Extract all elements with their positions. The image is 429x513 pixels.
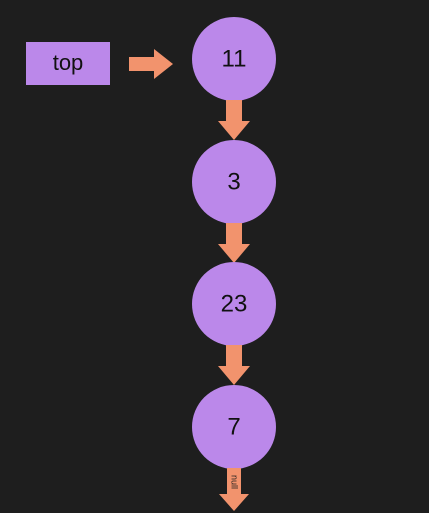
- top-arrow-head: [154, 49, 173, 79]
- next-arrow-shaft: [226, 223, 242, 245]
- null-label: null: [230, 475, 240, 489]
- list-node: 23: [192, 262, 276, 346]
- list-node: 11: [192, 17, 276, 101]
- top-to-head-arrow: [129, 49, 173, 79]
- next-arrow-shaft: [226, 100, 242, 122]
- node-circle: [192, 262, 276, 346]
- next-arrow-head: [218, 366, 250, 385]
- next-arrow: [218, 223, 250, 263]
- node-value: 23: [221, 290, 248, 317]
- node-circle: [192, 140, 276, 224]
- null-arrow: null: [219, 468, 249, 511]
- list-node: 3: [192, 140, 276, 224]
- next-arrow-head: [218, 244, 250, 263]
- list-node: 7: [192, 385, 276, 469]
- top-pointer-label: top: [53, 50, 84, 75]
- top-arrow-shaft: [129, 57, 155, 71]
- null-arrow-shaft: [227, 468, 241, 495]
- top-pointer-box: top: [26, 42, 110, 85]
- node-value: 3: [227, 168, 240, 195]
- node-value: 11: [222, 45, 247, 72]
- next-arrow: [218, 345, 250, 385]
- next-arrow-head: [218, 121, 250, 140]
- next-arrow: [218, 100, 250, 140]
- node-value: 7: [227, 413, 240, 440]
- next-arrow-shaft: [226, 345, 242, 367]
- top-pointer-rect: [26, 42, 110, 85]
- node-circle: [192, 385, 276, 469]
- node-circle: [192, 17, 276, 101]
- null-arrow-head: [219, 494, 249, 511]
